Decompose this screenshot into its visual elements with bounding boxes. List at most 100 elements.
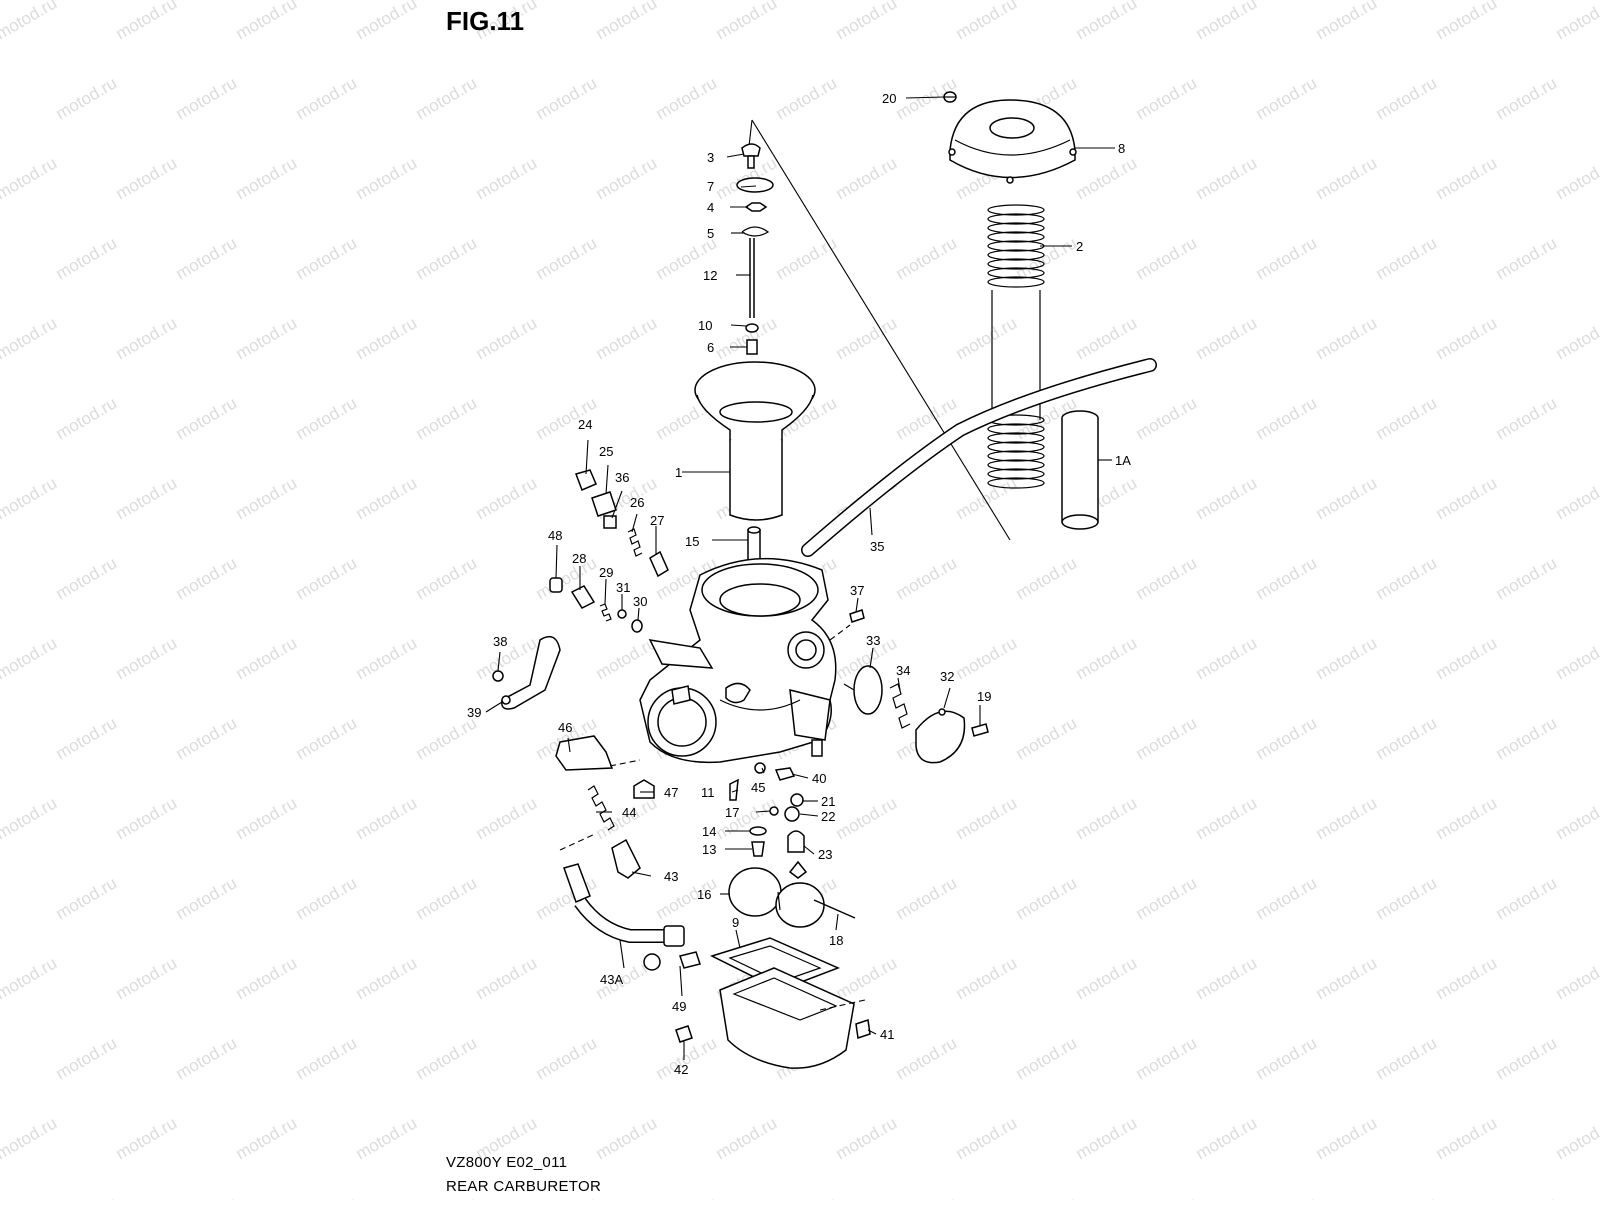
label-34: 34 — [896, 663, 910, 678]
watermark-text: motod.ru — [0, 153, 60, 203]
label-42: 42 — [674, 1062, 688, 1077]
watermark-text: motod.ru — [1073, 0, 1141, 43]
watermark-text: motod.ru — [893, 233, 961, 283]
watermark-text: motod.ru — [1553, 313, 1600, 363]
watermark-text: motod.ru — [413, 73, 481, 123]
watermark-text: motod.ru — [893, 1033, 961, 1083]
watermark-text: motod.ru — [833, 0, 901, 43]
watermark-text: motod.ru — [473, 473, 541, 523]
watermark-text: motod.ru — [1313, 633, 1381, 683]
watermark-text: motod.ru — [593, 0, 661, 43]
watermark-text: motod.ru — [1493, 553, 1561, 603]
label-9: 9 — [732, 915, 739, 930]
watermark-text: motod.ru — [233, 473, 301, 523]
watermark-text: motod.ru — [53, 233, 121, 283]
label-46: 46 — [558, 720, 572, 735]
watermark-text: motod.ru — [1253, 393, 1321, 443]
label-10: 10 — [698, 318, 712, 333]
label-21: 21 — [821, 794, 835, 809]
label-43a: 43A — [600, 972, 623, 987]
label-31: 31 — [616, 580, 630, 595]
watermark-text: motod.ru — [173, 873, 241, 923]
part-16-float — [729, 868, 824, 927]
figure-title: FIG.11 — [446, 6, 524, 37]
watermark-text: motod.ru — [1013, 1193, 1081, 1200]
part-8-top-cap — [949, 100, 1076, 183]
watermark-text: motod.ru — [1433, 0, 1501, 43]
watermark-text: motod.ru — [1313, 153, 1381, 203]
watermark-text: motod.ru — [953, 953, 1021, 1003]
watermark-text: motod.ru — [353, 633, 421, 683]
watermark-text: motod.ru — [1433, 953, 1501, 1003]
watermark-text: motod.ru — [1253, 1033, 1321, 1083]
label-11: 11 — [701, 785, 715, 800]
watermark-text: motod.ru — [833, 1113, 901, 1163]
watermark-text: motod.ru — [473, 153, 541, 203]
watermark-text: motod.ru — [233, 1113, 301, 1163]
watermark-text: motod.ru — [653, 73, 721, 123]
label-20: 20 — [882, 91, 896, 106]
watermark-text: motod.ru — [773, 1193, 841, 1200]
watermark-text: motod.ru — [1493, 1193, 1561, 1200]
watermark-text: motod.ru — [1553, 953, 1600, 1003]
watermark-text: motod.ru — [293, 393, 361, 443]
label-14: 14 — [702, 824, 716, 839]
watermark-text: motod.ru — [293, 1033, 361, 1083]
label-27: 27 — [650, 513, 664, 528]
watermark-text: motod.ru — [1133, 393, 1201, 443]
watermark-text: motod.ru — [773, 73, 841, 123]
watermark-text: motod.ru — [1373, 553, 1441, 603]
watermark-text: motod.ru — [1313, 1113, 1381, 1163]
watermark-text: motod.ru — [293, 73, 361, 123]
diagram-name: REAR CARBURETOR — [446, 1178, 601, 1195]
watermark-text: motod.ru — [53, 73, 121, 123]
label-15: 15 — [685, 534, 699, 549]
watermark-text: motod.ru — [713, 0, 781, 43]
watermark-text: motod.ru — [1553, 633, 1600, 683]
watermark-text: motod.ru — [1133, 713, 1201, 763]
watermark-text: motod.ru — [1433, 313, 1501, 363]
watermark-text: motod.ru — [0, 0, 60, 43]
label-36: 36 — [615, 470, 629, 485]
float-bowl — [720, 968, 854, 1068]
watermark-text: motod.ru — [1253, 873, 1321, 923]
label-35: 35 — [870, 539, 884, 554]
watermark-text: motod.ru — [293, 233, 361, 283]
label-28: 28 — [572, 551, 586, 566]
watermark-text: motod.ru — [353, 153, 421, 203]
watermark-text: motod.ru — [353, 953, 421, 1003]
watermark-text: motod.ru — [473, 793, 541, 843]
label-32: 32 — [940, 669, 954, 684]
watermark-text: motod.ru — [233, 153, 301, 203]
watermark-text: motod.ru — [353, 793, 421, 843]
watermark-text: motod.ru — [893, 553, 961, 603]
label-2: 2 — [1076, 239, 1083, 254]
label-40: 40 — [812, 771, 826, 786]
watermark-text: motod.ru — [1493, 73, 1561, 123]
label-19: 19 — [977, 689, 991, 704]
watermark-text: motod.ru — [1373, 1193, 1441, 1200]
watermark-text: motod.ru — [1313, 313, 1381, 363]
label-22: 22 — [821, 809, 835, 824]
watermark-text: motod.ru — [1193, 793, 1261, 843]
label-41: 41 — [880, 1027, 894, 1042]
watermark-text: motod.ru — [113, 473, 181, 523]
watermark-text: motod.ru — [473, 953, 541, 1003]
watermark-text: motod.ru — [1373, 393, 1441, 443]
watermark-text: motod.ru — [1553, 0, 1600, 43]
watermark-text: motod.ru — [1193, 1113, 1261, 1163]
watermark-text: motod.ru — [0, 1113, 60, 1163]
label-47: 47 — [664, 785, 678, 800]
watermark-text: motod.ru — [1013, 1033, 1081, 1083]
watermark-text: motod.ru — [653, 1193, 721, 1200]
label-45: 45 — [751, 780, 765, 795]
label-8: 8 — [1118, 141, 1125, 156]
watermark-text: motod.ru — [953, 0, 1021, 43]
part-42-screw — [676, 1026, 692, 1042]
watermark-text: motod.ru — [1373, 73, 1441, 123]
watermark-text: motod.ru — [173, 233, 241, 283]
label-1: 1 — [675, 465, 682, 480]
watermark-text: motod.ru — [53, 713, 121, 763]
watermark-text: motod.ru — [0, 953, 60, 1003]
watermark-text: motod.ru — [953, 1113, 1021, 1163]
